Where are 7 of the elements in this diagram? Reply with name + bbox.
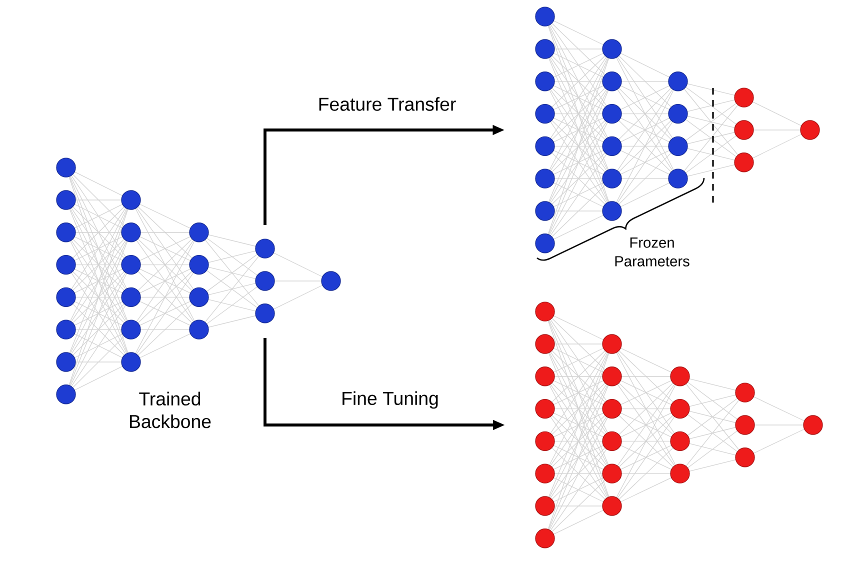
network-drawing xyxy=(535,302,823,548)
network-drawing xyxy=(535,6,820,254)
caption-text: Trained Backbone xyxy=(130,392,211,428)
edge-label: Feature Transfer xyxy=(316,96,458,112)
network-drawing xyxy=(56,158,341,404)
annotation-text: Frozen Parameters xyxy=(615,238,690,266)
edge-label: Fine Tuning xyxy=(340,390,440,410)
